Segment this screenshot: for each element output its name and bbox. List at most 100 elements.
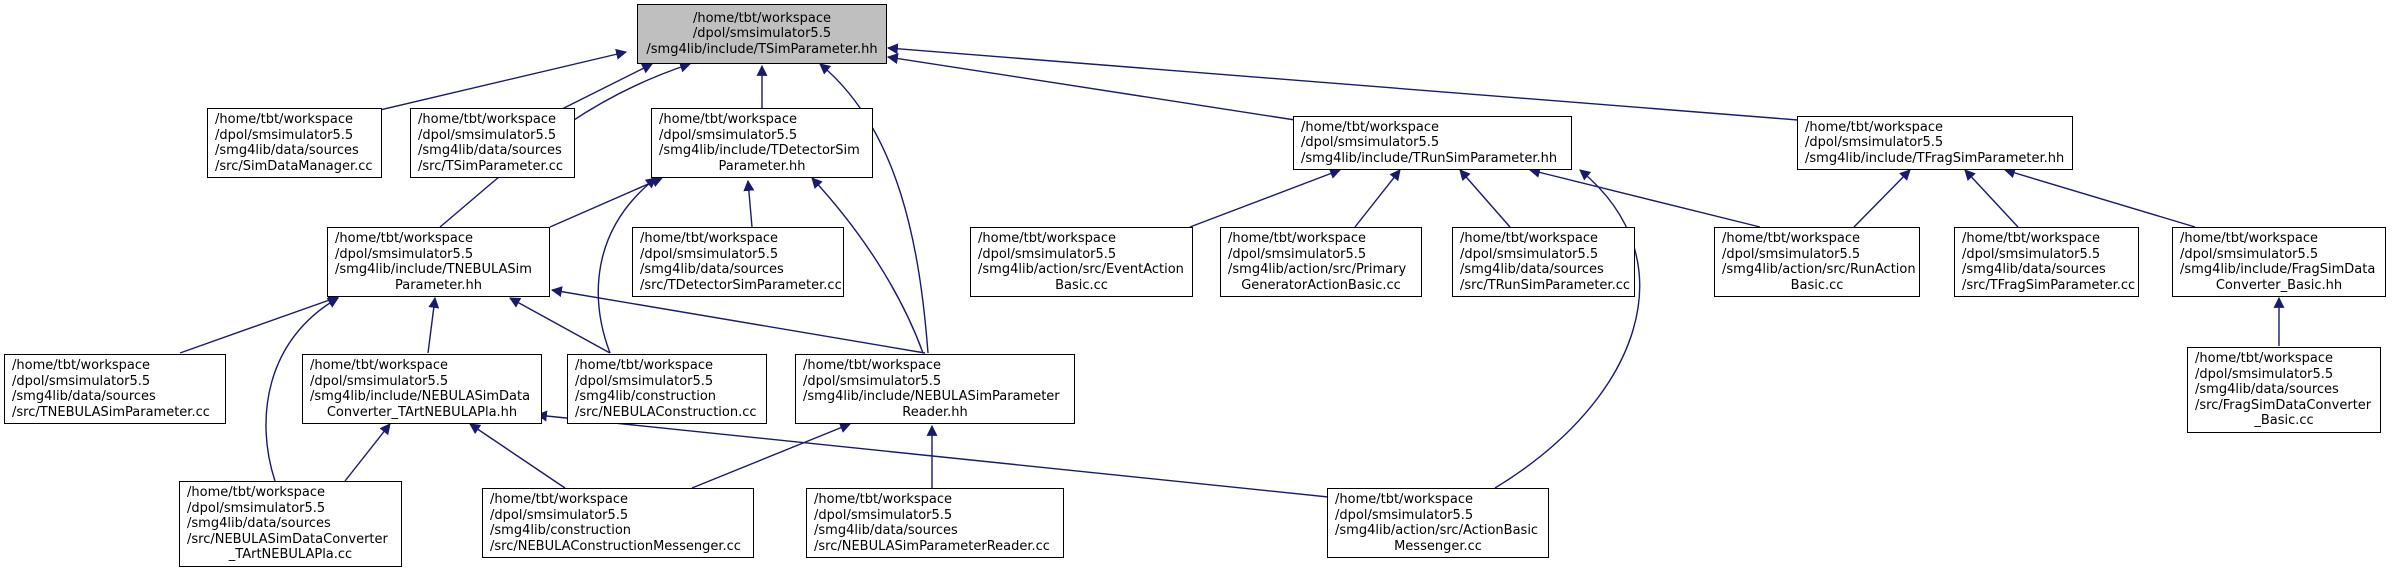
node-line: /src/TDetectorSimParameter.cc	[640, 277, 842, 293]
node-line: /dpol/smsimulator5.5	[310, 373, 449, 389]
include-edge	[469, 423, 566, 489]
node-line: /dpol/smsimulator5.5	[187, 500, 326, 516]
node-line: /home/tbt/workspace	[2195, 351, 2334, 367]
node-line: /src/TSimParameter.cc	[418, 158, 564, 174]
include-edge	[509, 297, 611, 354]
include-edge	[1354, 169, 1401, 228]
node-primarygeneratoractionbasic-cc[interactable]: /home/tbt/workspace /dpol/smsimulator5.5…	[1220, 227, 1422, 297]
node-runactionbasic-cc[interactable]: /home/tbt/workspace /dpol/smsimulator5.5…	[1714, 227, 1920, 297]
node-line: /home/tbt/workspace	[1228, 231, 1367, 246]
node-line: /dpol/smsimulator5.5	[692, 26, 832, 42]
node-line: /home/tbt/workspace	[12, 358, 151, 373]
node-line: /dpol/smsimulator5.5	[418, 127, 557, 143]
node-tsimparameter-hh[interactable]: /home/tbt/workspace /dpol/smsimulator5.5…	[637, 4, 887, 64]
node-line: /src/SimDataManager.cc	[215, 158, 373, 174]
node-nebulasimparameterreader-hh[interactable]: /home/tbt/workspace /dpol/smsimulator5.5…	[795, 354, 1075, 424]
node-line: /dpol/smsimulator5.5	[659, 127, 798, 143]
node-tfragsimparameter-hh[interactable]: /home/tbt/workspace /dpol/smsimulator5.5…	[1797, 116, 2073, 170]
node-line: Basic.cc	[1790, 277, 1844, 293]
node-line: /smg4lib/data/sources	[215, 143, 359, 158]
node-line: /smg4lib/data/sources	[418, 143, 562, 158]
node-line: Messenger.cc	[1394, 538, 1482, 554]
include-edge	[427, 296, 440, 354]
node-nebulaconstructionmessenger-cc[interactable]: /home/tbt/workspace /dpol/smsimulator5.5…	[482, 488, 754, 558]
node-line: /src/NEBULAConstructionMessenger.cc	[490, 538, 741, 554]
include-edge	[1853, 169, 1911, 228]
node-line: /src/TRunSimParameter.cc	[1460, 277, 1631, 293]
node-line: /smg4lib/action/src/EventAction	[978, 262, 1184, 277]
node-tnebulasimparameter-cc[interactable]: /home/tbt/workspace /dpol/smsimulator5.5…	[4, 354, 226, 424]
node-tdetectorsimparameter-hh[interactable]: /home/tbt/workspace /dpol/smsimulator5.5…	[651, 108, 873, 178]
node-line: Basic.cc	[1055, 277, 1108, 293]
node-trunsimparameter-hh[interactable]: /home/tbt/workspace /dpol/smsimulator5.5…	[1293, 116, 1572, 170]
node-line: Converter_TArtNEBULAPla.hh	[326, 404, 518, 420]
node-line: /dpol/smsimulator5.5	[12, 373, 151, 389]
node-line: /smg4lib/data/sources	[640, 262, 784, 277]
node-line: /smg4lib/data/sources	[2195, 382, 2339, 398]
node-line: /home/tbt/workspace	[215, 112, 354, 127]
node-line: /dpol/smsimulator5.5	[2195, 366, 2334, 382]
node-trunsimparameter-cc[interactable]: /home/tbt/workspace /dpol/smsimulator5.5…	[1452, 227, 1635, 297]
node-line: /dpol/smsimulator5.5	[1335, 507, 1474, 523]
node-line: /home/tbt/workspace	[2180, 231, 2319, 246]
node-line: /src/TFragSimParameter.cc	[1962, 277, 2136, 293]
include-edge	[819, 63, 929, 354]
include-edge	[559, 63, 653, 111]
include-edge	[1964, 169, 2019, 228]
node-tfragsimparameter-cc[interactable]: /home/tbt/workspace /dpol/smsimulator5.5…	[1954, 227, 2139, 297]
node-nebulasimdataconverter-tartnebulapla-cc[interactable]: /home/tbt/workspace /dpol/smsimulator5.5…	[179, 481, 402, 567]
node-line: /smg4lib/include/NEBULASimParameter	[803, 389, 1060, 404]
node-simdatamanager-cc[interactable]: /home/tbt/workspace /dpol/smsimulator5.5…	[207, 108, 382, 178]
node-line: /home/tbt/workspace	[310, 358, 449, 373]
include-edge	[1528, 167, 1761, 228]
node-tnebulasimparameter-hh[interactable]: /home/tbt/workspace /dpol/smsimulator5.5…	[327, 227, 550, 297]
node-line: /dpol/smsimulator5.5	[215, 127, 354, 143]
node-line: /smg4lib/include/TSimParameter.hh	[646, 41, 878, 57]
node-line: /home/tbt/workspace	[1301, 119, 1440, 135]
node-line: /smg4lib/include/TNEBULASim	[335, 262, 532, 277]
node-fragsimdataconverter-basic-cc[interactable]: /home/tbt/workspace /dpol/smsimulator5.5…	[2187, 347, 2381, 433]
node-line: GeneratorActionBasic.cc	[1241, 277, 1401, 293]
node-line: /home/tbt/workspace	[1460, 231, 1599, 246]
node-line: /smg4lib/include/NEBULASimData	[310, 389, 531, 404]
node-line: /smg4lib/include/TDetectorSim	[659, 143, 860, 158]
node-nebulasimdataconverter-tartnebulapla-hh[interactable]: /home/tbt/workspace /dpol/smsimulator5.5…	[302, 354, 542, 424]
node-line: /dpol/smsimulator5.5	[640, 246, 779, 262]
node-nebulasimparameterreader-cc[interactable]: /home/tbt/workspace /dpol/smsimulator5.5…	[806, 488, 1064, 558]
node-eventactionbasic-cc[interactable]: /home/tbt/workspace /dpol/smsimulator5.5…	[970, 227, 1193, 297]
node-line: /dpol/smsimulator5.5	[1228, 246, 1367, 262]
node-line: /smg4lib/data/sources	[1460, 262, 1604, 277]
node-fragsimdataconverter-basic-hh[interactable]: /home/tbt/workspace /dpol/smsimulator5.5…	[2172, 227, 2386, 297]
node-line: /home/tbt/workspace	[978, 231, 1117, 246]
include-edge	[179, 295, 340, 354]
include-edge	[535, 410, 1358, 501]
node-actionbasicmessenger-cc[interactable]: /home/tbt/workspace /dpol/smsimulator5.5…	[1327, 488, 1549, 558]
node-line: /dpol/smsimulator5.5	[2180, 246, 2319, 262]
node-line: /smg4lib/include/FragSimData	[2180, 262, 2376, 277]
node-line: /home/tbt/workspace	[1335, 492, 1474, 507]
include-edge	[597, 177, 657, 354]
node-line: /smg4lib/action/src/RunAction	[1722, 262, 1916, 277]
node-line: /home/tbt/workspace	[692, 10, 832, 26]
node-line: /home/tbt/workspace	[1722, 231, 1861, 246]
node-line: /src/FragSimDataConverter	[2195, 397, 2372, 413]
node-line: /home/tbt/workspace	[1962, 231, 2101, 246]
node-line: /src/TNEBULASimParameter.cc	[12, 404, 210, 420]
node-line: /dpol/smsimulator5.5	[1460, 246, 1599, 262]
node-line: /dpol/smsimulator5.5	[814, 507, 953, 523]
node-line: /dpol/smsimulator5.5	[575, 373, 714, 389]
include-edge	[1459, 169, 1511, 228]
node-tdetectorsimparameter-cc[interactable]: /home/tbt/workspace /dpol/smsimulator5.5…	[632, 227, 844, 297]
include-edge	[1494, 169, 1641, 489]
node-line: /smg4lib/construction	[575, 389, 717, 404]
node-line: /smg4lib/include/TRunSimParameter.hh	[1301, 150, 1558, 166]
node-line: Reader.hh	[902, 404, 968, 420]
node-line: /dpol/smsimulator5.5	[803, 373, 942, 389]
include-edge	[1189, 168, 1342, 228]
node-line: /smg4lib/include/TFragSimParameter.hh	[1805, 150, 2065, 166]
node-line: /home/tbt/workspace	[659, 112, 798, 127]
node-tsimparameter-cc[interactable]: /home/tbt/workspace /dpol/smsimulator5.5…	[410, 108, 575, 178]
node-line: _Basic.cc	[2254, 413, 2314, 429]
node-nebulaconstruction-cc[interactable]: /home/tbt/workspace /dpol/smsimulator5.5…	[567, 354, 767, 424]
